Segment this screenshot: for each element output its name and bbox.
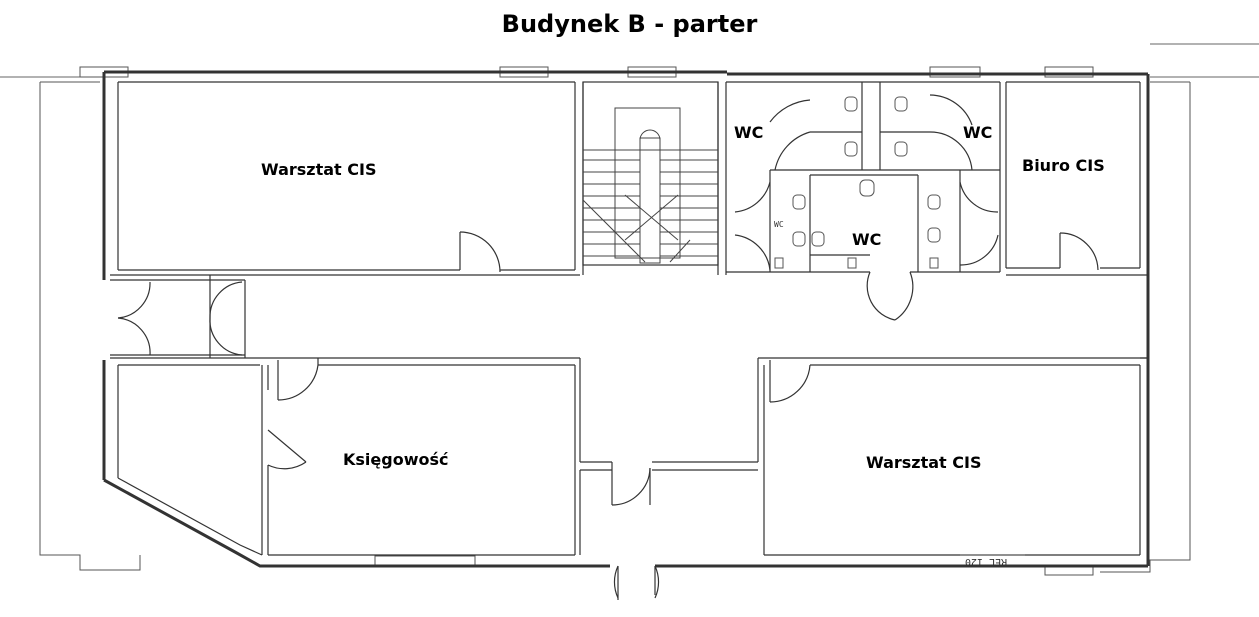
wc-small-mark: WC (774, 220, 784, 229)
room-label-warsztat-bottom: Warsztat CIS (866, 453, 982, 472)
ref-stamp: REL 120 (965, 556, 1008, 567)
inner-walls (110, 81, 1148, 556)
door-swings (117, 94, 1099, 600)
staircase (582, 107, 718, 264)
plan-title: Budynek B - parter (501, 10, 758, 38)
room-label-warsztat-top: Warsztat CIS (261, 160, 377, 179)
room-label-wc-top-right: WC (963, 123, 993, 142)
main-walls (102, 70, 1150, 568)
room-label-wc-center: WC (852, 230, 882, 249)
room-label-biuro: Biuro CIS (1022, 156, 1105, 175)
room-label-wc-top-left: WC (734, 123, 764, 142)
room-label-ksiegowosc: Księgowość (343, 450, 449, 469)
wc-fixtures (774, 96, 941, 269)
